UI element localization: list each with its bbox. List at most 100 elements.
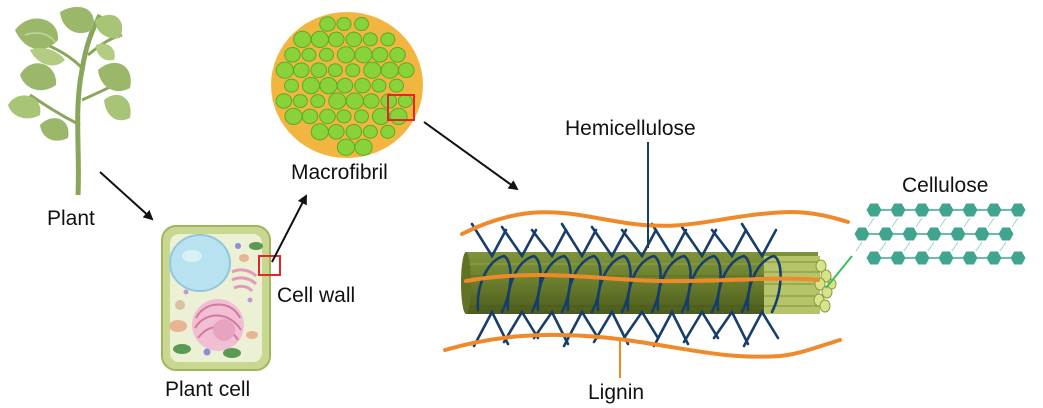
hydrogen-bond [964,218,970,227]
hemicellulose-strand [562,224,596,256]
hydrogen-bond [940,218,946,227]
hemicellulose-strand [652,224,686,256]
glucose-hexagon [939,204,954,217]
microfibril-circle [390,79,404,92]
hydrogen-bond [868,218,874,227]
microfibril-circle [364,62,381,78]
microfibril-circle [329,93,346,109]
microfibril-circle [363,125,377,138]
glucose-hexagon [855,228,870,241]
glucose-hexagon [939,252,954,265]
label-lignin: Lignin [588,382,644,403]
microfibril-circle [372,79,386,92]
hydrogen-bond [892,218,898,227]
label-hemicellulose: Hemicellulose [565,118,696,139]
microfibril-circle [302,109,318,124]
microfibril-circle [381,125,395,138]
hydrogen-bond [952,242,958,251]
microfibril-circle [285,108,302,124]
microfibril-circle [399,63,415,78]
microfibril-circle [390,48,406,63]
microfibril-circle [337,110,351,123]
microfibril-circle [293,95,307,108]
microfibril-circle [355,47,372,63]
microfibril-circle [346,64,360,77]
microfibril-circle [294,31,311,47]
microfibril-circle [311,95,325,108]
glucose-hexagon [951,228,966,241]
microfibril-circle [328,64,342,77]
hydrogen-bond [1000,242,1006,251]
microfibril-circle [311,63,327,78]
hemicellulose-strand [564,312,598,346]
microfibril-circle [346,93,363,109]
microfibril-circle [320,78,337,94]
hemicellulose-strand [744,312,778,346]
arrow-macrofibril-to-fibril [424,122,517,189]
glucose-hexagon [891,204,906,217]
microfibril-circle [390,108,407,124]
label-plant: Plant [47,208,95,229]
hydrogen-bond [1012,218,1018,227]
microfibril-circle [355,78,371,93]
glucose-hexagon [987,252,1002,265]
microfibril-circle [337,78,353,93]
microfibril-circle [398,95,412,108]
microfibril-circle [363,33,377,46]
microfibril-circle [320,109,336,124]
glucose-hexagon [963,252,978,265]
plant-illustration [8,7,131,195]
hydrogen-bond [880,242,886,251]
hemicellulose-strand [714,312,748,344]
microfibril-circle [337,18,351,31]
microfibril-circle [302,48,316,61]
arrow-cell-to-macrofibril [272,196,306,262]
hydrogen-bond [916,218,922,227]
fibril-bundle-illustration [445,142,852,378]
arrow-plant-to-cell [100,172,152,219]
microfibril-circle [276,94,292,109]
glucose-hexagon [975,228,990,241]
hemicellulose-strand [742,224,776,256]
glucose-hexagon [1011,252,1026,265]
microfibril-circle [355,139,372,155]
microfibril-circle [381,33,395,46]
microfibril-circle [329,125,345,140]
label-macrofibril: Macrofibril [291,162,388,183]
microfibril-circle [355,18,369,31]
microfibril-circle [285,79,299,92]
hemicellulose-strand [624,312,658,338]
plant-cell-illustration [162,226,270,370]
label-cellulose: Cellulose [902,175,988,196]
microfibril-circle [346,32,362,47]
microfibril-circle [372,48,388,63]
hemicellulose-strand [654,312,688,346]
glucose-hexagon [867,252,882,265]
hydrogen-bond [928,242,934,251]
microfibril-circle [346,125,362,140]
microfibril-circle [311,124,328,140]
label-cell-wall: Cell wall [277,285,355,306]
glucose-hexagon [999,228,1014,241]
glucose-hexagon [915,252,930,265]
macrofibril-illustration [271,12,423,158]
microfibril-circle [285,48,301,63]
microfibril-circle [302,78,319,94]
label-plant-cell: Plant cell [165,379,250,400]
microfibril-circle [355,110,369,123]
microfibril-circle [329,32,345,47]
microfibril-circle [337,47,354,63]
lignin-strand-bottom [445,335,840,357]
microfibril-circle [294,63,310,78]
microfibril-circle [364,94,380,109]
hemicellulose-strand [502,227,536,256]
glucose-hexagon [879,228,894,241]
microfibril-circle [276,62,293,78]
hemicellulose-strand [592,227,626,256]
microfibril-circle [337,139,354,155]
glucose-hexagon [867,204,882,217]
glucose-hexagon [891,252,906,265]
microfibril-circle [381,62,398,78]
glucose-hexagon [927,228,942,241]
